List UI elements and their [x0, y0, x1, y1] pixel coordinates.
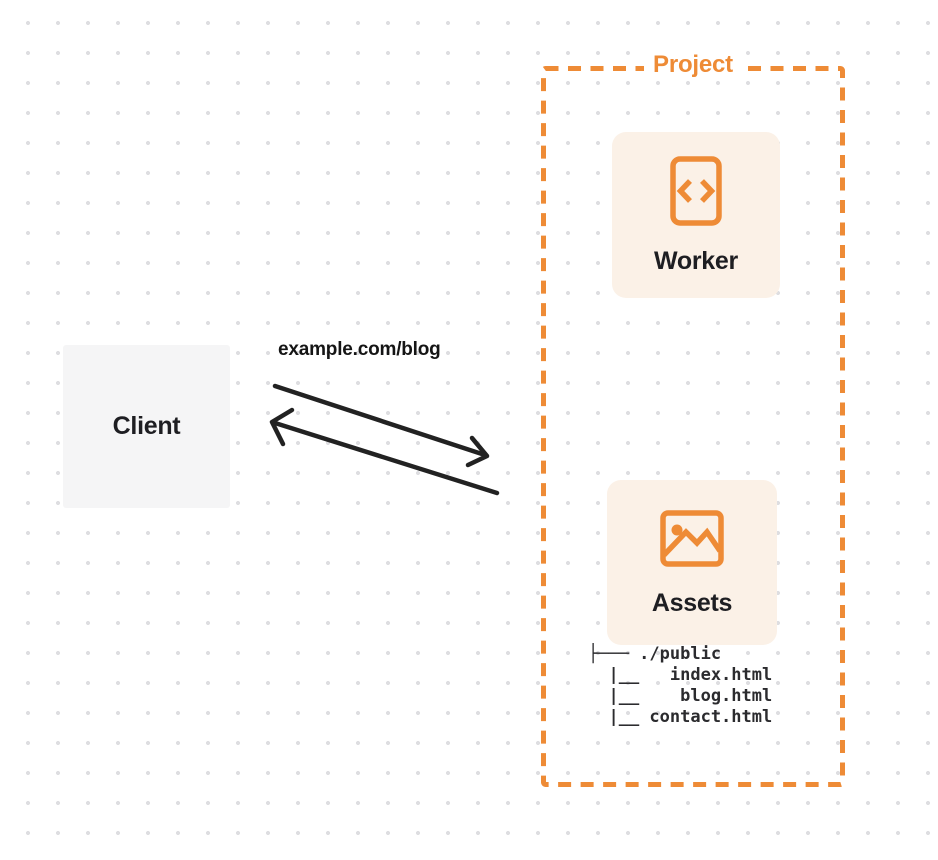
client-box: Client	[63, 345, 230, 508]
image-icon	[660, 509, 724, 567]
request-arrow	[272, 383, 490, 468]
request-url-label: example.com/blog	[278, 339, 441, 360]
response-arrow	[269, 407, 500, 496]
code-file-icon	[670, 156, 722, 226]
assets-card: Assets	[607, 480, 777, 645]
worker-label: Worker	[654, 247, 738, 275]
worker-card: Worker	[612, 132, 780, 298]
file-tree: ├─── ./public |__ index.html |__ blog.ht…	[588, 644, 773, 727]
client-label: Client	[112, 412, 181, 440]
project-label: Project	[644, 50, 742, 79]
assets-label: Assets	[651, 588, 733, 617]
project-box: Project Worker Assets	[541, 50, 845, 787]
